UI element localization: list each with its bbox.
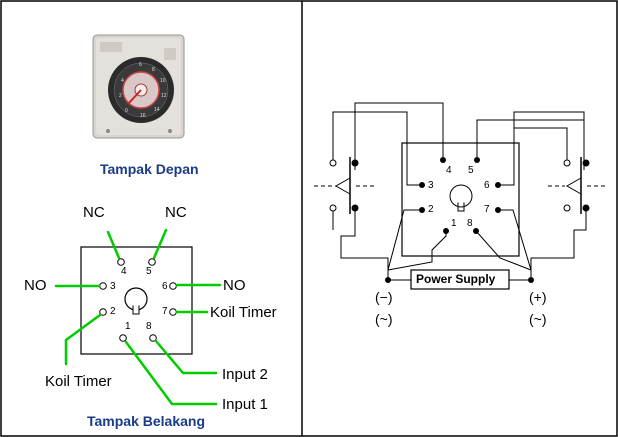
plus-terminal-label: (+) (529, 289, 547, 305)
back-pin-6 (169, 282, 177, 290)
back-pin-label-5: 5 (146, 266, 152, 277)
sch-wire-pin6 (498, 127, 568, 186)
back-view-caption: Tampak Belakang (87, 413, 206, 429)
sch-wire-pin4 (354, 102, 444, 170)
label-input-1: Input 1 (222, 396, 268, 413)
sch-wire-pin3 (332, 111, 422, 186)
label-no-left: NO (24, 277, 47, 294)
sch-wire-pin2 (387, 209, 422, 271)
svg-text:16: 16 (140, 113, 146, 119)
back-pin-2 (99, 308, 107, 316)
svg-text:10: 10 (160, 78, 166, 84)
ac-left-label: (~) (375, 311, 393, 327)
back-pin-4 (117, 258, 125, 266)
timer-front-photo: 6 8 10 12 14 16 0 2 4 (92, 34, 185, 139)
svg-text:8: 8 (152, 67, 155, 73)
minus-terminal-label: (−) (375, 289, 393, 305)
back-pin-label-8: 8 (146, 321, 152, 332)
wire-koil-left (64, 313, 102, 366)
ac-right-label: (~) (529, 311, 547, 327)
svg-text:12: 12 (161, 93, 167, 99)
back-pin-8 (149, 334, 157, 342)
back-pin-label-7: 7 (162, 306, 168, 317)
sch-pin-label-1: 1 (451, 218, 457, 229)
sch-pin-label-6: 6 (484, 180, 490, 191)
sch-pin-label-3: 3 (428, 180, 434, 191)
back-pin-5 (148, 258, 156, 266)
sch-pin-label-7: 7 (484, 204, 490, 215)
label-input-2: Input 2 (222, 366, 268, 383)
back-view-socket (54, 228, 222, 406)
wire-nc-right (152, 228, 168, 260)
svg-text:6: 6 (139, 62, 142, 68)
back-pin-label-4: 4 (121, 266, 127, 277)
front-view-caption: Tampak Depan (100, 161, 199, 177)
wire-input2 (154, 339, 218, 375)
back-pin-3 (99, 282, 107, 290)
back-pin-7 (169, 308, 177, 316)
sch-pin-label-4: 4 (446, 165, 452, 176)
svg-text:2: 2 (119, 93, 122, 99)
wire-input1 (124, 340, 218, 406)
sch-pin-label-8: 8 (467, 218, 473, 229)
wire-nc-left (106, 230, 121, 260)
label-nc-left: NC (83, 204, 105, 221)
schematic (314, 102, 606, 290)
power-supply-label: Power Supply (416, 272, 496, 286)
svg-text:0: 0 (125, 108, 128, 114)
back-pin-label-1: 1 (125, 321, 131, 332)
label-koil-timer-right: Koil Timer (210, 304, 277, 321)
back-pin-1 (119, 334, 127, 342)
label-nc-right: NC (165, 204, 187, 221)
label-no-right: NO (223, 277, 246, 294)
back-pin-label-3: 3 (110, 281, 116, 292)
label-koil-timer-left: Koil Timer (45, 373, 112, 390)
sch-wire-pin5 (476, 119, 585, 170)
back-pin-label-2: 2 (110, 306, 116, 317)
sch-pin-label-5: 5 (468, 165, 474, 176)
svg-text:14: 14 (154, 107, 160, 113)
back-pin-label-6: 6 (162, 281, 168, 292)
sch-pin-label-2: 2 (428, 204, 434, 215)
sch-wire-pin7 (498, 209, 532, 271)
svg-text:4: 4 (121, 78, 124, 84)
